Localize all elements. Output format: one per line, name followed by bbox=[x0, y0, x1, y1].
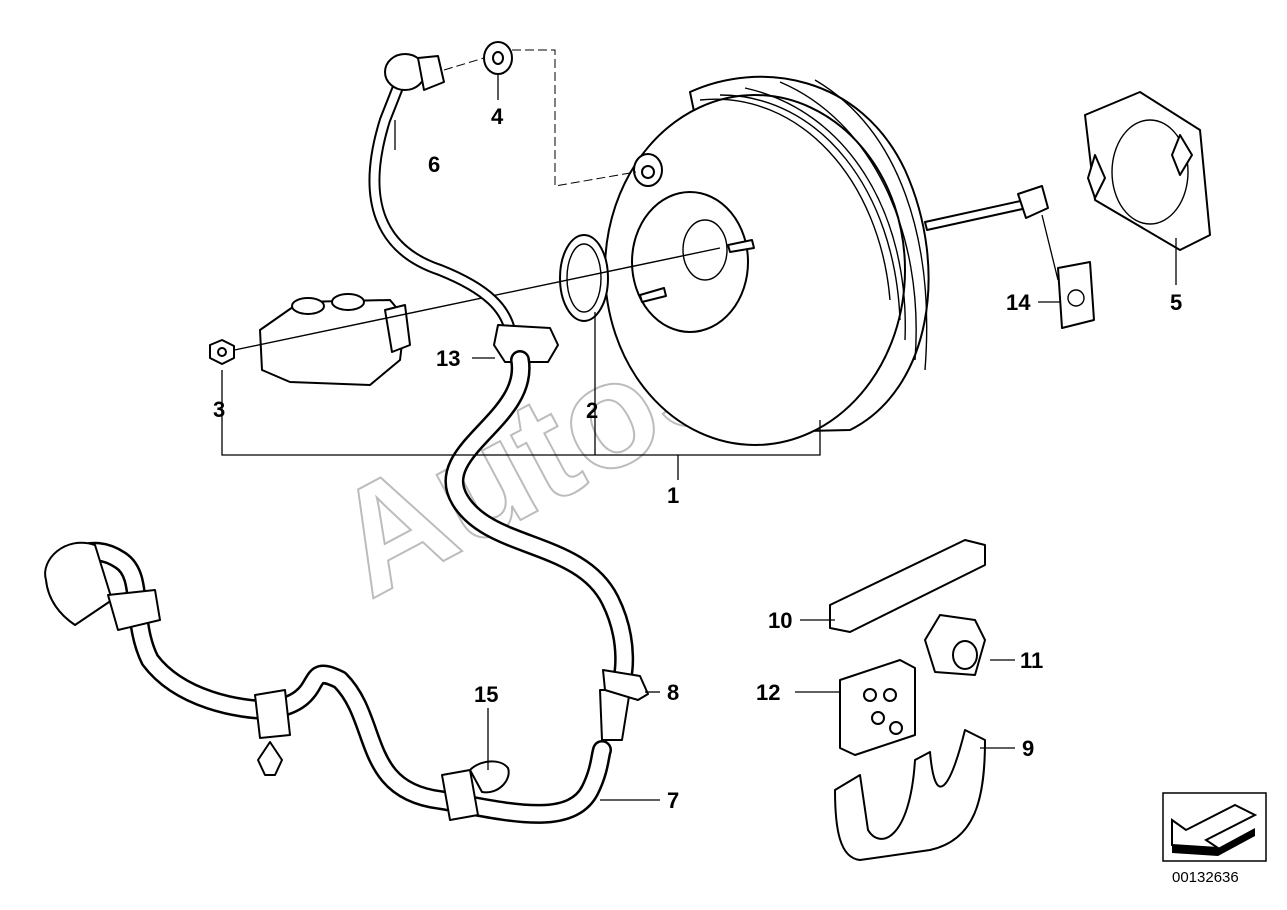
cable-holder[interactable] bbox=[839, 659, 916, 756]
callout-15: 15 bbox=[474, 682, 498, 707]
callout-2: 2 bbox=[586, 398, 598, 423]
callout-14: 14 bbox=[1006, 290, 1031, 315]
callout-3: 3 bbox=[213, 397, 225, 422]
vacuum-line[interactable] bbox=[368, 53, 516, 336]
grommet[interactable] bbox=[493, 324, 559, 363]
cable-holder-u[interactable] bbox=[834, 729, 986, 861]
seal-ring[interactable] bbox=[483, 41, 513, 75]
callout-6: 6 bbox=[428, 152, 440, 177]
clip-holder[interactable] bbox=[924, 614, 986, 676]
callout-10: 10 bbox=[768, 608, 792, 633]
bracket-line-1 bbox=[221, 370, 821, 456]
callout-8: 8 bbox=[667, 680, 679, 705]
callout-7: 7 bbox=[667, 788, 679, 813]
callout-12: 12 bbox=[756, 680, 780, 705]
callout-13: 13 bbox=[436, 346, 460, 371]
callout-5: 5 bbox=[1170, 290, 1182, 315]
direction-arrow-icon bbox=[1162, 792, 1267, 862]
reference-line-4 bbox=[443, 49, 637, 187]
bracket-clip[interactable] bbox=[1057, 261, 1095, 329]
brake-booster[interactable] bbox=[604, 75, 1049, 446]
diagram-number: 00132636 bbox=[1172, 869, 1239, 886]
master-cylinder[interactable] bbox=[224, 247, 721, 386]
holder[interactable] bbox=[469, 760, 510, 794]
nut[interactable] bbox=[209, 339, 235, 365]
o-ring[interactable] bbox=[559, 234, 609, 322]
cover[interactable] bbox=[829, 539, 986, 633]
callout-4: 4 bbox=[491, 104, 504, 129]
callout-1: 1 bbox=[667, 483, 679, 508]
gasket[interactable] bbox=[1084, 91, 1211, 251]
hose-clamp[interactable] bbox=[602, 669, 649, 701]
callout-9: 9 bbox=[1022, 736, 1034, 761]
callout-11: 11 bbox=[1020, 648, 1043, 673]
vacuum-hose-lower[interactable] bbox=[44, 541, 612, 824]
